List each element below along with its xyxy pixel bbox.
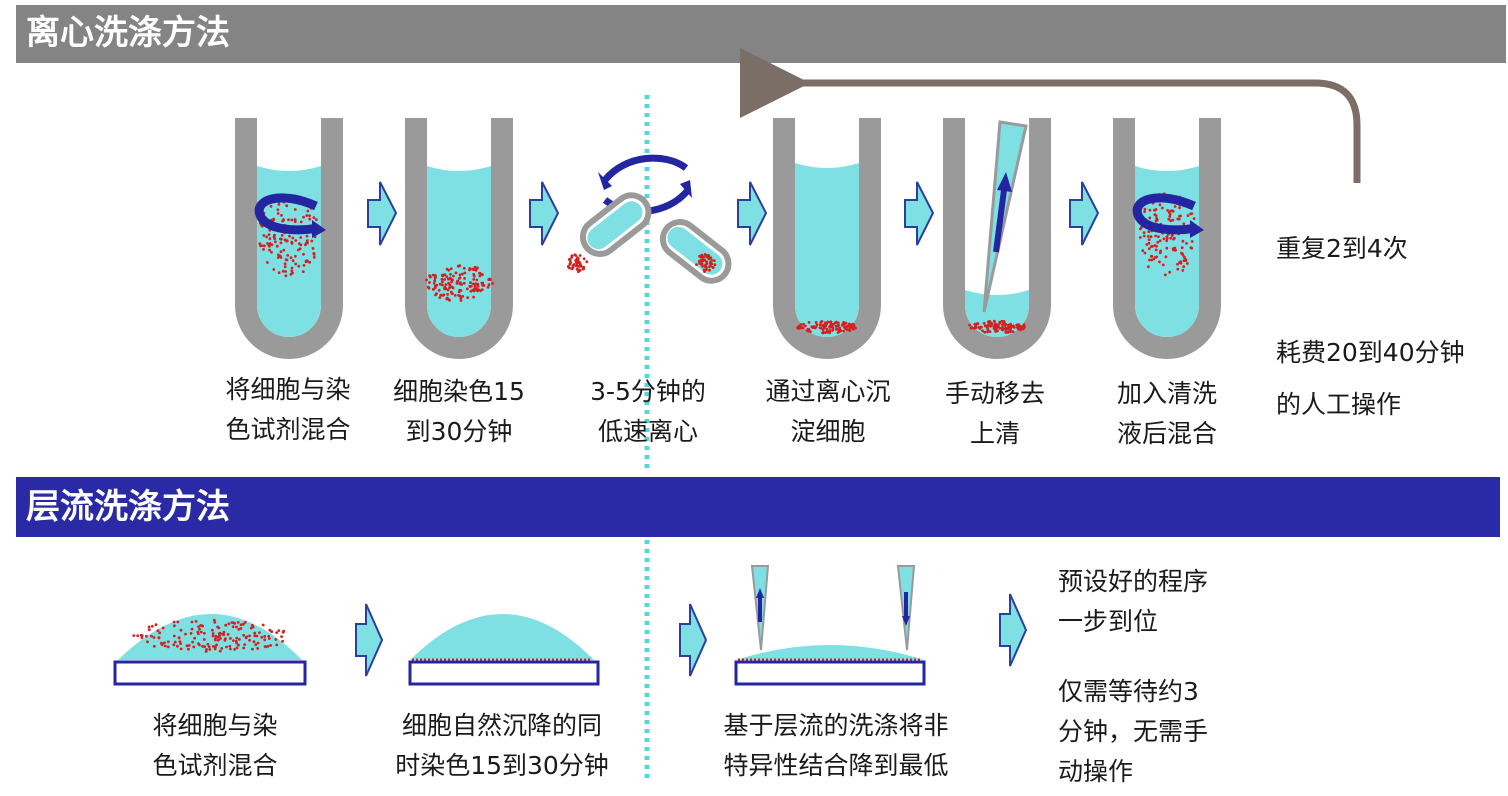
repeat-loop-arrow (740, 48, 1361, 183)
centrifuge-icon (566, 154, 732, 284)
step-arrow-icon (355, 603, 384, 677)
step-arrow-icon (737, 181, 768, 246)
cell-cluster (968, 319, 1026, 334)
cell-cluster (132, 618, 286, 653)
repeat-note: 重复2到4次 (1276, 234, 1408, 263)
step-arrow-icon (1069, 181, 1100, 246)
slide-laminar-wash (734, 565, 926, 686)
tube-staining (405, 118, 513, 359)
laminar-note-preset: 预设好的程序一步到位 (1058, 567, 1209, 636)
laminar-caption-mix: 将细胞与染色试剂混合 (152, 711, 278, 780)
step-caption-wash-mix: 加入清洗液后混合 (1116, 379, 1217, 448)
cell-cluster (796, 320, 857, 335)
step-arrow-icon (367, 181, 398, 246)
step-caption-centrifuge: 3-5分钟的低速离心 (590, 377, 706, 446)
step-arrow-icon (529, 181, 560, 246)
slide-droplet-settled (408, 614, 600, 686)
tube-supernatant-removal (943, 118, 1051, 359)
tube-mixing (235, 118, 343, 359)
cell-cluster (695, 253, 717, 273)
laminar-caption-settle-stain: 细胞自然沉降的同时染色15到30分钟 (395, 711, 609, 780)
cell-cluster (1138, 192, 1198, 277)
step-caption-remove-supernatant: 手动移去上清 (944, 379, 1045, 448)
step-caption-pellet: 通过离心沉淀细胞 (765, 377, 891, 446)
laminar-caption-wash: 基于层流的洗涤将非特异性结合降到最低 (723, 711, 949, 780)
swirl-icon (254, 193, 319, 235)
laminar-section-title: 层流洗涤方法 (16, 477, 1500, 537)
time-note: 耗费20到40分钟 的人工操作 (1276, 338, 1465, 419)
step-caption-mix: 将细胞与染色试剂混合 (225, 375, 351, 444)
tube-pelleted (773, 118, 881, 359)
pipette-tip-icon (982, 120, 1028, 313)
cell-cluster (425, 264, 494, 302)
slide-droplet-mixing (113, 614, 307, 686)
step-arrow-icon (904, 181, 935, 246)
tube-wash-mix (1113, 118, 1221, 359)
step-arrow-icon (999, 593, 1028, 667)
swirl-icon (1132, 193, 1197, 235)
cell-cluster (566, 253, 589, 274)
step-arrow-icon (679, 603, 708, 677)
